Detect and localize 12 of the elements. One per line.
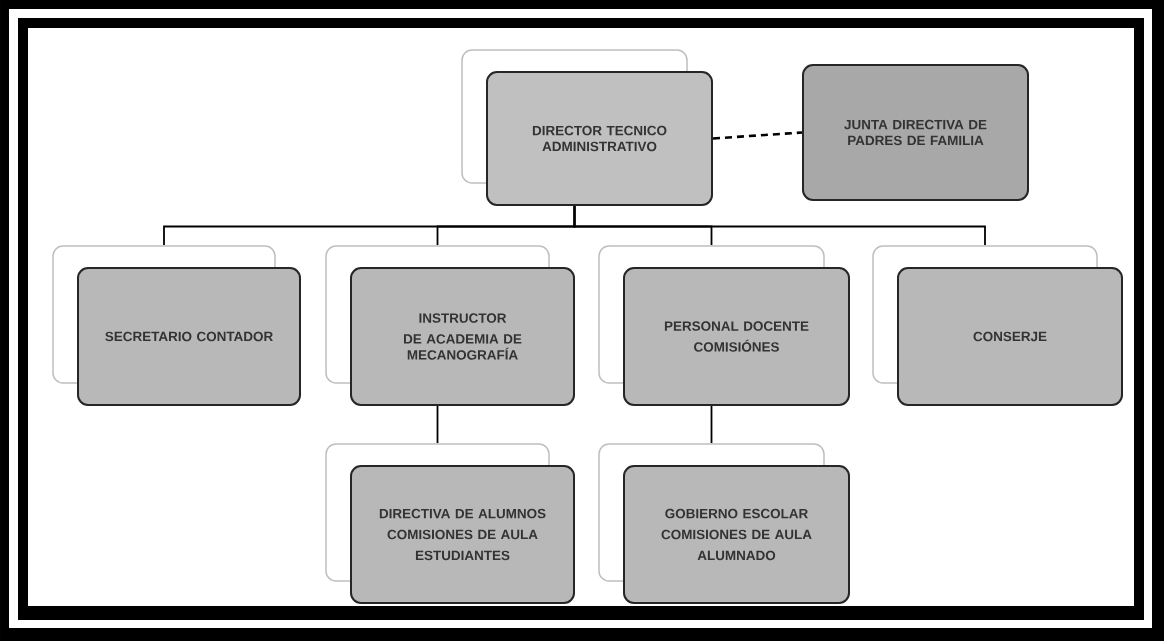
process-box: DIRECTIVA DE ALUMNOS COMISIONES DE AULA ESTUDIANTES: [325, 443, 575, 604]
process-box: GOBIERNO ESCOLAR COMISIONES DE AULA ALUMNADO: [598, 443, 850, 604]
connector-line: [436, 405, 439, 444]
process-box: INSTRUCTOR DE ACADEMIA DE MECANOGRAFÍA: [325, 245, 575, 406]
process-box: SECRETARIO CONTADOR: [52, 245, 301, 406]
connector-line: [573, 205, 986, 246]
connector-line: [710, 405, 713, 444]
connector-line: [712, 131, 803, 140]
process-box: JUNTA DIRECTIVA DE PADRES DE FAMILIA: [802, 64, 1029, 201]
process-box: PERSONAL DOCENTE COMISIÓNES: [598, 245, 850, 406]
process-box: CONSERJE: [872, 245, 1123, 406]
process-box: DIRECTOR TECNICO ADMINISTRATIVO: [461, 49, 713, 206]
